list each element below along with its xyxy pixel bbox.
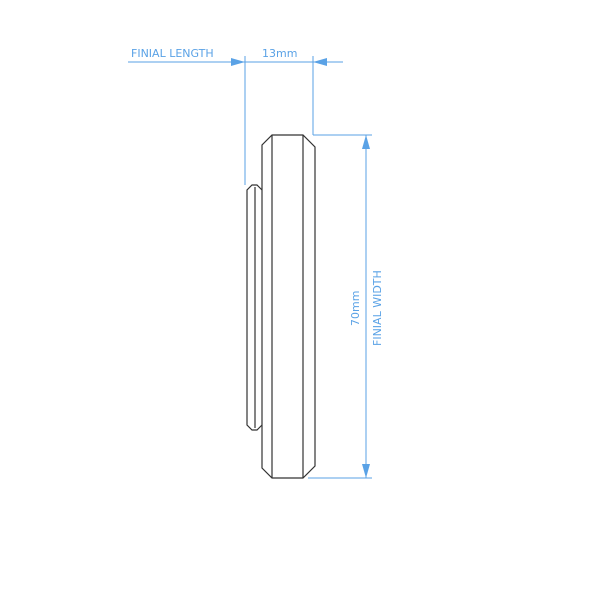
finial-disc-outline: [261, 134, 316, 479]
width-value: 70mm: [349, 291, 362, 326]
width-dimension: 70mm FINIAL WIDTH: [308, 134, 384, 479]
length-value: 13mm: [262, 47, 297, 60]
finial-spigot-outline: [246, 184, 263, 431]
length-label: FINIAL LENGTH: [131, 47, 214, 60]
finial-body: [246, 134, 316, 479]
length-dimension: FINIAL LENGTH 13mm: [128, 47, 343, 185]
width-label: FINIAL WIDTH: [371, 270, 384, 346]
